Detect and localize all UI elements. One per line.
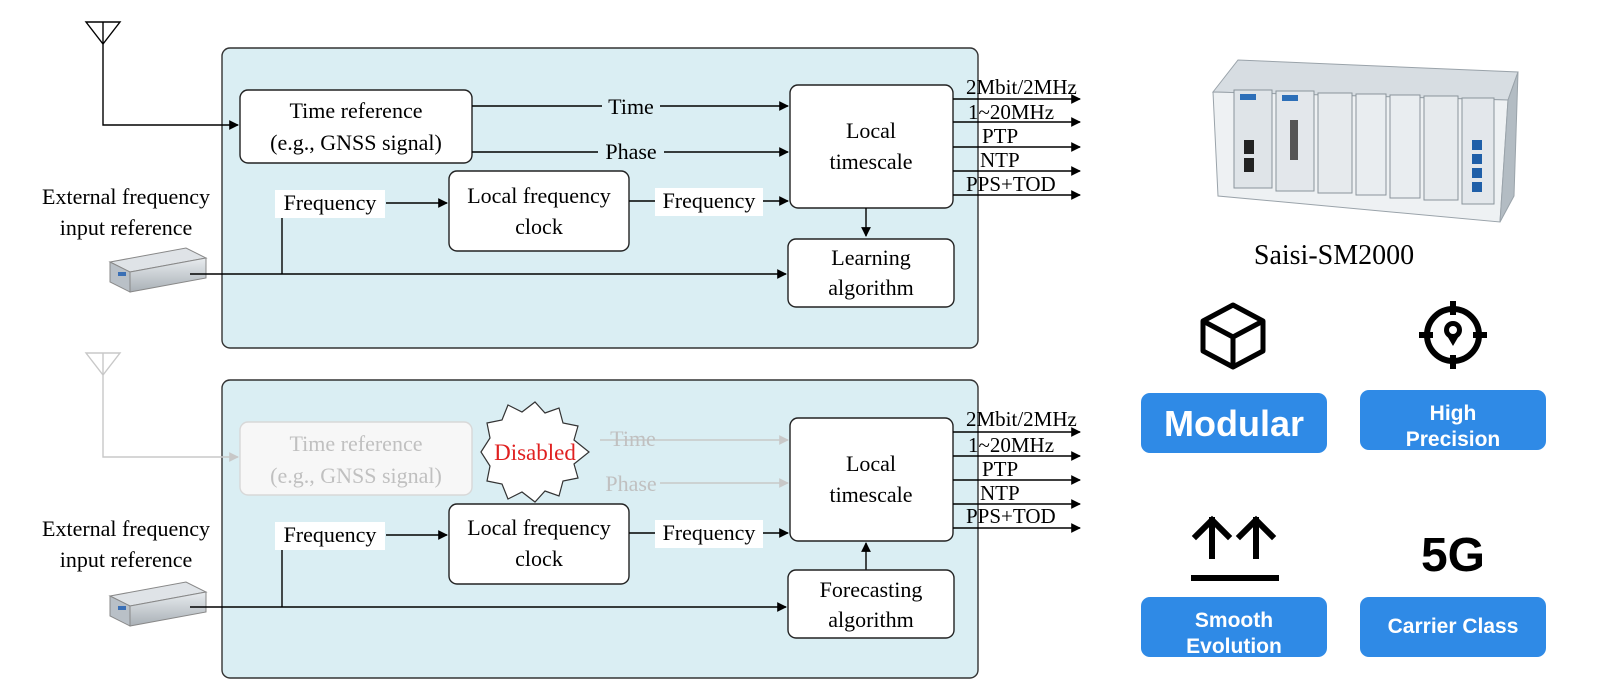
learning-algorithm-box [787,238,955,308]
modular-badge [1141,393,1327,453]
learning-algorithm-line2: algorithm [828,275,914,300]
antenna-disabled-icon [84,352,122,377]
local-frequency-clock-bottom-box [448,503,630,585]
local-frequency-clock-line1: Local frequency [467,183,611,208]
frequency-device-icon [108,247,208,293]
local-timescale-bottom-line1: Local [846,451,896,476]
output-bottom-label-ntp: NTP [980,481,1020,505]
output-arrows [953,94,1081,200]
modular-label: Modular [1164,403,1304,444]
antenna-icon [84,21,122,46]
output-bottom-label-2mbit: 2Mbit/2MHz [966,407,1077,431]
smooth-evolution-label-line2: Evolution [1186,635,1282,658]
external-reference-bottom-line2: input reference [60,547,193,572]
location-pin-icon [1444,321,1462,346]
frequency-input-bottom-label: Frequency [284,522,377,547]
product-section: Saisi-SM2000 Modular High Precision [1141,59,1546,658]
output-bottom-label-ptp: PTP [982,457,1018,481]
output-arrows-bottom [953,427,1081,533]
time-reference-box [239,89,473,164]
output-bottom-label-pps-tod: PPS+TOD [966,504,1056,528]
local-timescale-line2: timescale [829,149,912,174]
time-reference-line2: (e.g., GNSS signal) [270,130,442,155]
smooth-evolution-badge [1141,597,1327,657]
learning-algorithm-line1: Learning [831,245,910,270]
time-disabled-label: Time [610,426,656,451]
upgrade-arrows-icon [1191,515,1279,581]
cube-icon [1200,302,1266,370]
product-name: Saisi-SM2000 [1254,240,1414,271]
output-label-20mhz: 1~20MHz [968,100,1054,124]
forecasting-algorithm-line2: algorithm [828,607,914,632]
local-timescale-bottom-line2: timescale [829,482,912,507]
external-reference-line1: External frequency [42,184,210,209]
carrier-class-badge [1360,597,1546,657]
5g-icon: 5G [1421,529,1485,582]
frequency-input-label: Frequency [284,190,377,215]
frequency-device-bottom-icon [108,581,208,627]
local-frequency-clock-line2: clock [515,214,563,239]
local-timescale-box [789,84,954,209]
external-reference-bottom-line1: External frequency [42,516,210,541]
disabled-burst-shape [480,401,590,503]
local-frequency-clock-box [448,170,630,252]
output-label-2mbit: 2Mbit/2MHz [966,75,1077,99]
time-reference-disabled-line1: Time reference [290,431,423,456]
time-reference-disabled-box [239,421,473,496]
local-timescale-bottom-box [789,417,954,542]
time-reference-line1: Time reference [290,98,423,123]
high-precision-badge [1360,390,1546,450]
top-panel: Time reference (e.g., GNSS signal) Time … [42,21,1081,349]
forecasting-algorithm-line1: Forecasting [820,577,923,602]
phase-disabled-label: Phase [605,471,656,496]
time-reference-disabled-line2: (e.g., GNSS signal) [270,463,442,488]
antenna-signal-line [102,44,239,130]
output-label-pps-tod: PPS+TOD [966,172,1056,196]
antenna-disabled-line [102,375,239,462]
output-bottom-label-20mhz: 1~20MHz [968,433,1054,457]
local-frequency-clock-bottom-line2: clock [515,546,563,571]
phase-label: Phase [605,139,656,164]
carrier-class-label: Carrier Class [1388,615,1519,638]
local-timescale-line1: Local [846,118,896,143]
external-reference-line2: input reference [60,215,193,240]
disabled-label: Disabled [494,440,576,465]
local-frequency-clock-bottom-line1: Local frequency [467,515,611,540]
crosshair-icon [1419,301,1487,369]
high-precision-label-line1: High [1430,402,1477,425]
bottom-panel: Time reference (e.g., GNSS signal) Time … [42,352,1081,679]
sm2000-device-image [1211,59,1519,223]
frequency-mid-label: Frequency [663,188,756,213]
time-label: Time [608,94,654,119]
high-precision-label-line2: Precision [1406,428,1501,451]
frequency-mid-bottom-label: Frequency [663,520,756,545]
forecasting-algorithm-box [787,569,955,639]
output-label-ntp: NTP [980,148,1020,172]
smooth-evolution-label-line1: Smooth [1195,609,1273,632]
output-label-ptp: PTP [982,124,1018,148]
